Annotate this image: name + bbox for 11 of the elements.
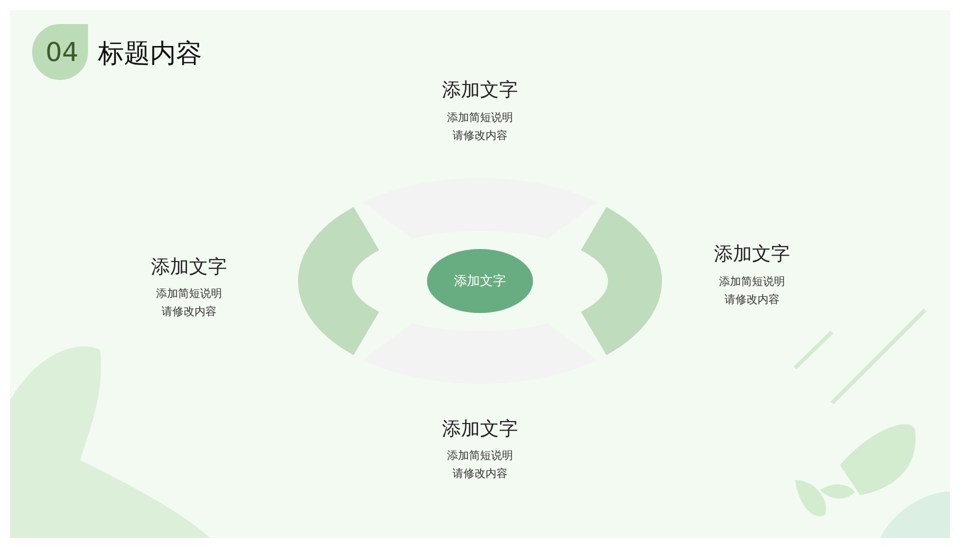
title: 标题内容	[98, 38, 202, 71]
item-description: 添加简短说明请修改内容	[718, 274, 786, 308]
section-number: 04	[45, 38, 79, 68]
item-heading: 添加文字	[442, 78, 518, 103]
item-heading: 添加文字	[714, 242, 790, 267]
item-heading: 添加文字	[151, 255, 227, 280]
item-description: 添加简短说明请修改内容	[155, 286, 223, 320]
item-heading: 添加文字	[442, 417, 518, 442]
node-label: 添加文字	[454, 273, 506, 290]
item-description: 添加简短说明请修改内容	[446, 110, 514, 144]
item-description: 添加简短说明请修改内容	[446, 448, 514, 482]
